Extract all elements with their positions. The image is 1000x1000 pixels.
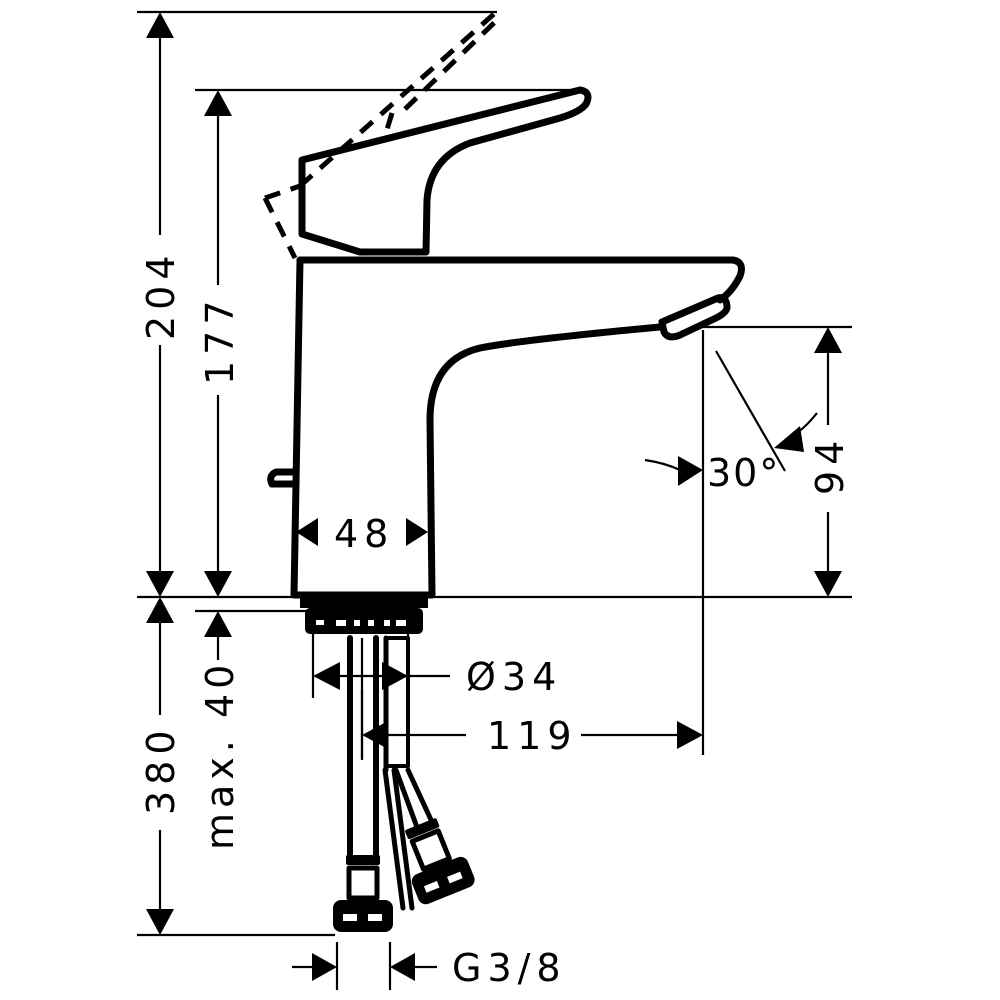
arrow-left-icon: [296, 518, 318, 546]
dimension-diameter-34: Ø34: [311, 630, 562, 699]
dim-label-204: 204: [139, 249, 183, 340]
arrow-left-icon: [362, 721, 388, 749]
dim-label-48: 48: [334, 512, 394, 556]
lever-handle: [298, 86, 592, 256]
arrow-left-icon: [313, 662, 340, 690]
arrow-down-icon: [204, 571, 232, 597]
dimension-g3-8: G3/8: [292, 942, 567, 990]
dimension-177: 177: [198, 90, 242, 597]
arrow-right-icon: [312, 953, 337, 981]
dim-label-30: 30°: [707, 451, 780, 495]
dimension-204: 204: [139, 12, 183, 597]
faucet-body: [267, 256, 745, 599]
arrow-down-icon: [146, 909, 174, 935]
arrow-down-icon: [146, 571, 174, 597]
dim-label-94: 94: [808, 435, 852, 495]
lever-open-position: [262, 9, 501, 260]
dim-label-380: 380: [139, 724, 183, 815]
dimension-380: 380: [139, 597, 183, 935]
arrow-up-icon: [146, 597, 174, 623]
dimension-119: 119: [360, 690, 703, 758]
arrow-down-icon: [814, 571, 842, 597]
arrow-up-icon: [204, 611, 232, 637]
hose-fitting-right: [405, 818, 475, 905]
dim-label-119: 119: [487, 714, 578, 758]
arrow-left-icon: [774, 426, 804, 452]
arrow-left-icon: [390, 953, 415, 981]
arrow-up-icon: [146, 12, 174, 38]
arrow-right-icon: [382, 662, 408, 690]
dimension-48: 48: [296, 512, 428, 556]
arrow-up-icon: [204, 90, 232, 116]
arrow-right-icon: [677, 721, 703, 749]
arrow-up-icon: [814, 327, 842, 353]
dimension-94: 94: [808, 327, 852, 597]
dimension-max-40: max. 40: [198, 611, 242, 850]
arrow-right-icon: [678, 456, 703, 486]
dim-label-max-40: max. 40: [198, 660, 242, 850]
hose-fitting-left: [333, 855, 393, 932]
extension-lines: [137, 10, 852, 937]
dim-label-g3-8: G3/8: [452, 946, 567, 990]
dim-label-diameter-34: Ø34: [466, 655, 562, 699]
dimension-30-degree: 30°: [644, 350, 818, 495]
arrow-right-icon: [406, 518, 428, 546]
dim-label-177: 177: [198, 294, 242, 385]
